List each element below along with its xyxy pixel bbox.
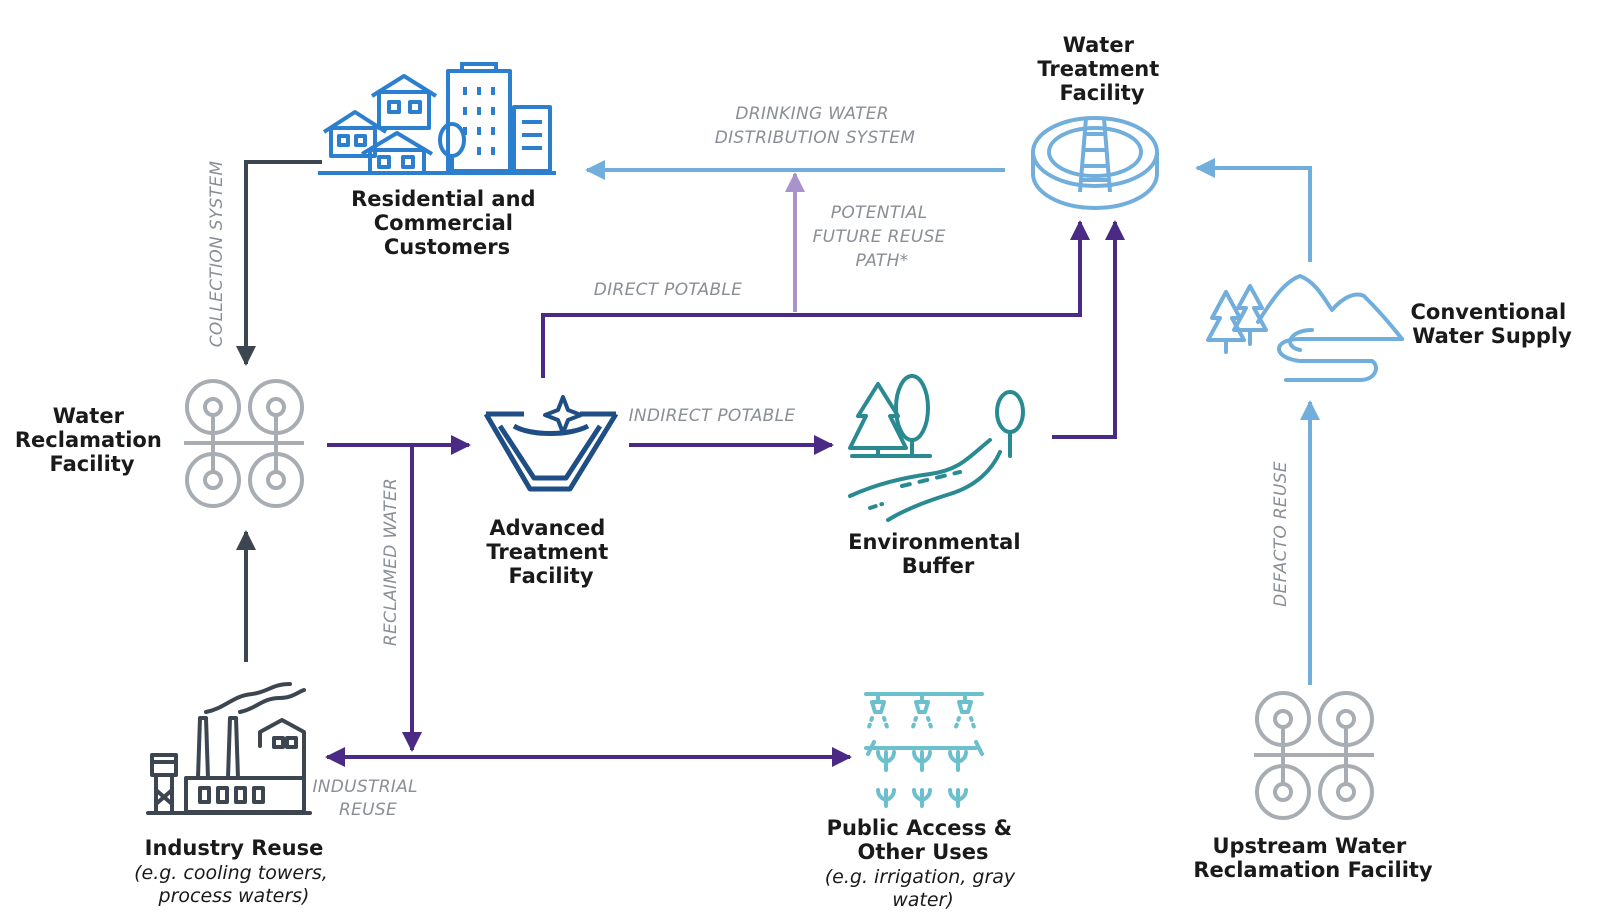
mountains-river-icon (1206, 274, 1404, 382)
label-advanced-treatment: Advanced Treatment Facility (486, 516, 615, 588)
label-industry-reuse: Industry Reuse (145, 836, 324, 860)
arrow-buffer-to-wtf (1052, 220, 1125, 439)
flow-label-potential-future: POTENTIAL FUTURE REUSE PATH* (813, 203, 952, 271)
flow-label-drinking-water: DRINKING WATER DISTRIBUTION SYSTEM (715, 104, 916, 148)
label-upstream-reclamation: Upstream Water Reclamation Facility (1193, 834, 1433, 882)
flow-label-direct-potable: DIRECT POTABLE (594, 280, 742, 300)
reclamation-facility-icon (184, 379, 304, 508)
label-public-access-sub: (e.g. irrigation, gray water) (825, 866, 1021, 911)
trees-stream-icon (848, 374, 1025, 522)
label-industry-reuse-sub: (e.g. cooling towers, process waters) (134, 862, 334, 907)
label-public-access: Public Access & Other Uses (827, 816, 1020, 864)
flow-arrows (236, 158, 1320, 767)
irrigation-icon (864, 692, 984, 808)
flow-label-reclaimed-water: RECLAIMED WATER (381, 478, 401, 646)
label-residential: Residential and Commercial Customers (351, 187, 543, 259)
arrow-collection-system (236, 160, 322, 366)
arrow-direct-potable (541, 220, 1090, 378)
upstream-reclamation-icon (1254, 691, 1374, 820)
arrow-conventional-supply (1195, 158, 1312, 262)
flow-label-industrial-reuse: INDUSTRIAL REUSE (312, 777, 423, 820)
flow-label-defacto-reuse: DEFACTO REUSE (1271, 461, 1291, 607)
buildings-icon (318, 62, 556, 175)
flow-label-collection-system: COLLECTION SYSTEM (207, 161, 227, 348)
factory-icon (146, 682, 312, 815)
label-water-reclamation: Water Reclamation Facility (15, 404, 169, 476)
advanced-treatment-icon (483, 395, 619, 492)
flow-label-indirect-potable: INDIRECT POTABLE (629, 406, 796, 426)
label-environmental-buffer: Environmental Buffer (848, 530, 1028, 578)
clarifier-icon (1031, 116, 1159, 210)
label-water-treatment: Water Treatment Facility (1037, 33, 1166, 105)
label-conventional-supply: Conventional Water Supply (1411, 300, 1574, 348)
